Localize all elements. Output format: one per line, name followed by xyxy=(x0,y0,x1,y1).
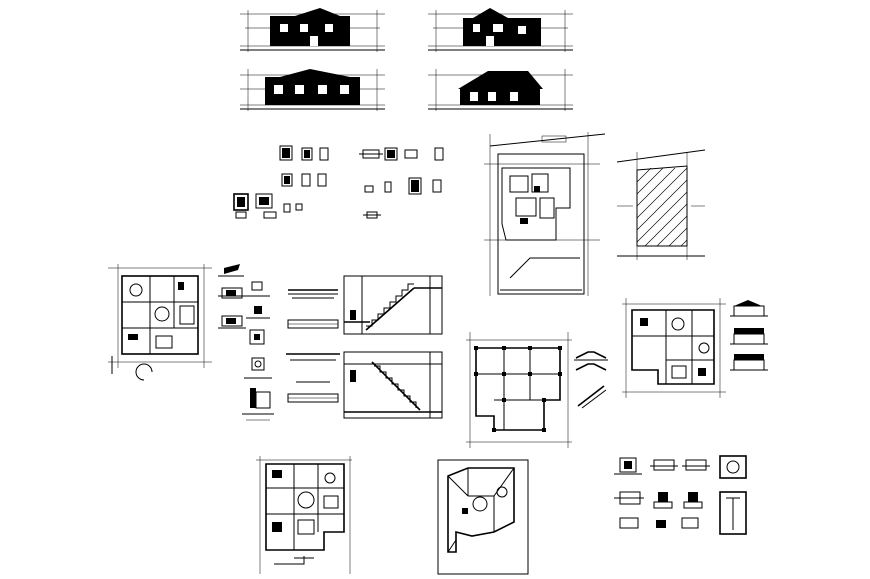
elevation-drawing-left xyxy=(240,65,385,113)
structural-plan-icon xyxy=(466,332,572,448)
furniture-layout-plan xyxy=(254,452,354,576)
foundation-details xyxy=(610,452,770,542)
elevation-drawing-icon xyxy=(730,300,768,371)
section-detail-icon xyxy=(218,264,246,329)
junction-details xyxy=(572,346,610,412)
staircase-section-lower xyxy=(342,350,444,420)
elevation-drawing-icon xyxy=(240,8,385,52)
detail-drawing-icon xyxy=(574,351,608,409)
elevation-drawing-icon xyxy=(428,8,573,52)
section-detail-icon xyxy=(242,281,274,421)
staircase-section-icon xyxy=(343,275,443,335)
site-plan xyxy=(470,128,610,300)
door-window-details-b xyxy=(355,140,455,225)
floor-plan-icon xyxy=(622,298,726,398)
staircase-section-icon xyxy=(343,351,443,419)
door-window-details-a xyxy=(228,140,338,225)
wall-section-details xyxy=(214,262,250,342)
section-detail-icon xyxy=(614,455,747,535)
detail-drawing-icon xyxy=(359,147,444,219)
elevation-drawing-rear xyxy=(428,6,573,54)
floor-plan-icon xyxy=(256,456,352,574)
site-plan-icon xyxy=(484,132,606,296)
detail-drawing-icon xyxy=(233,145,329,219)
beam-sections xyxy=(282,282,344,412)
elevation-drawing-icon xyxy=(240,69,385,111)
section-detail-icon xyxy=(286,289,340,403)
elevation-drawing-front xyxy=(240,6,385,54)
floor-plan-icon xyxy=(108,264,212,381)
roof-plan xyxy=(434,456,532,576)
staircase-section-upper xyxy=(342,274,444,336)
elevation-drawing-right xyxy=(428,65,573,113)
elevation-thumbnails xyxy=(728,296,770,374)
roof-plan-icon xyxy=(437,459,529,575)
first-floor-plan xyxy=(620,296,728,400)
ground-floor-plan xyxy=(104,262,216,384)
footing-details xyxy=(240,278,276,428)
elevation-drawing-icon xyxy=(428,69,573,111)
column-layout-plan xyxy=(464,330,574,452)
plot-plan-hatched xyxy=(615,148,707,263)
plot-plan-icon xyxy=(616,149,706,260)
